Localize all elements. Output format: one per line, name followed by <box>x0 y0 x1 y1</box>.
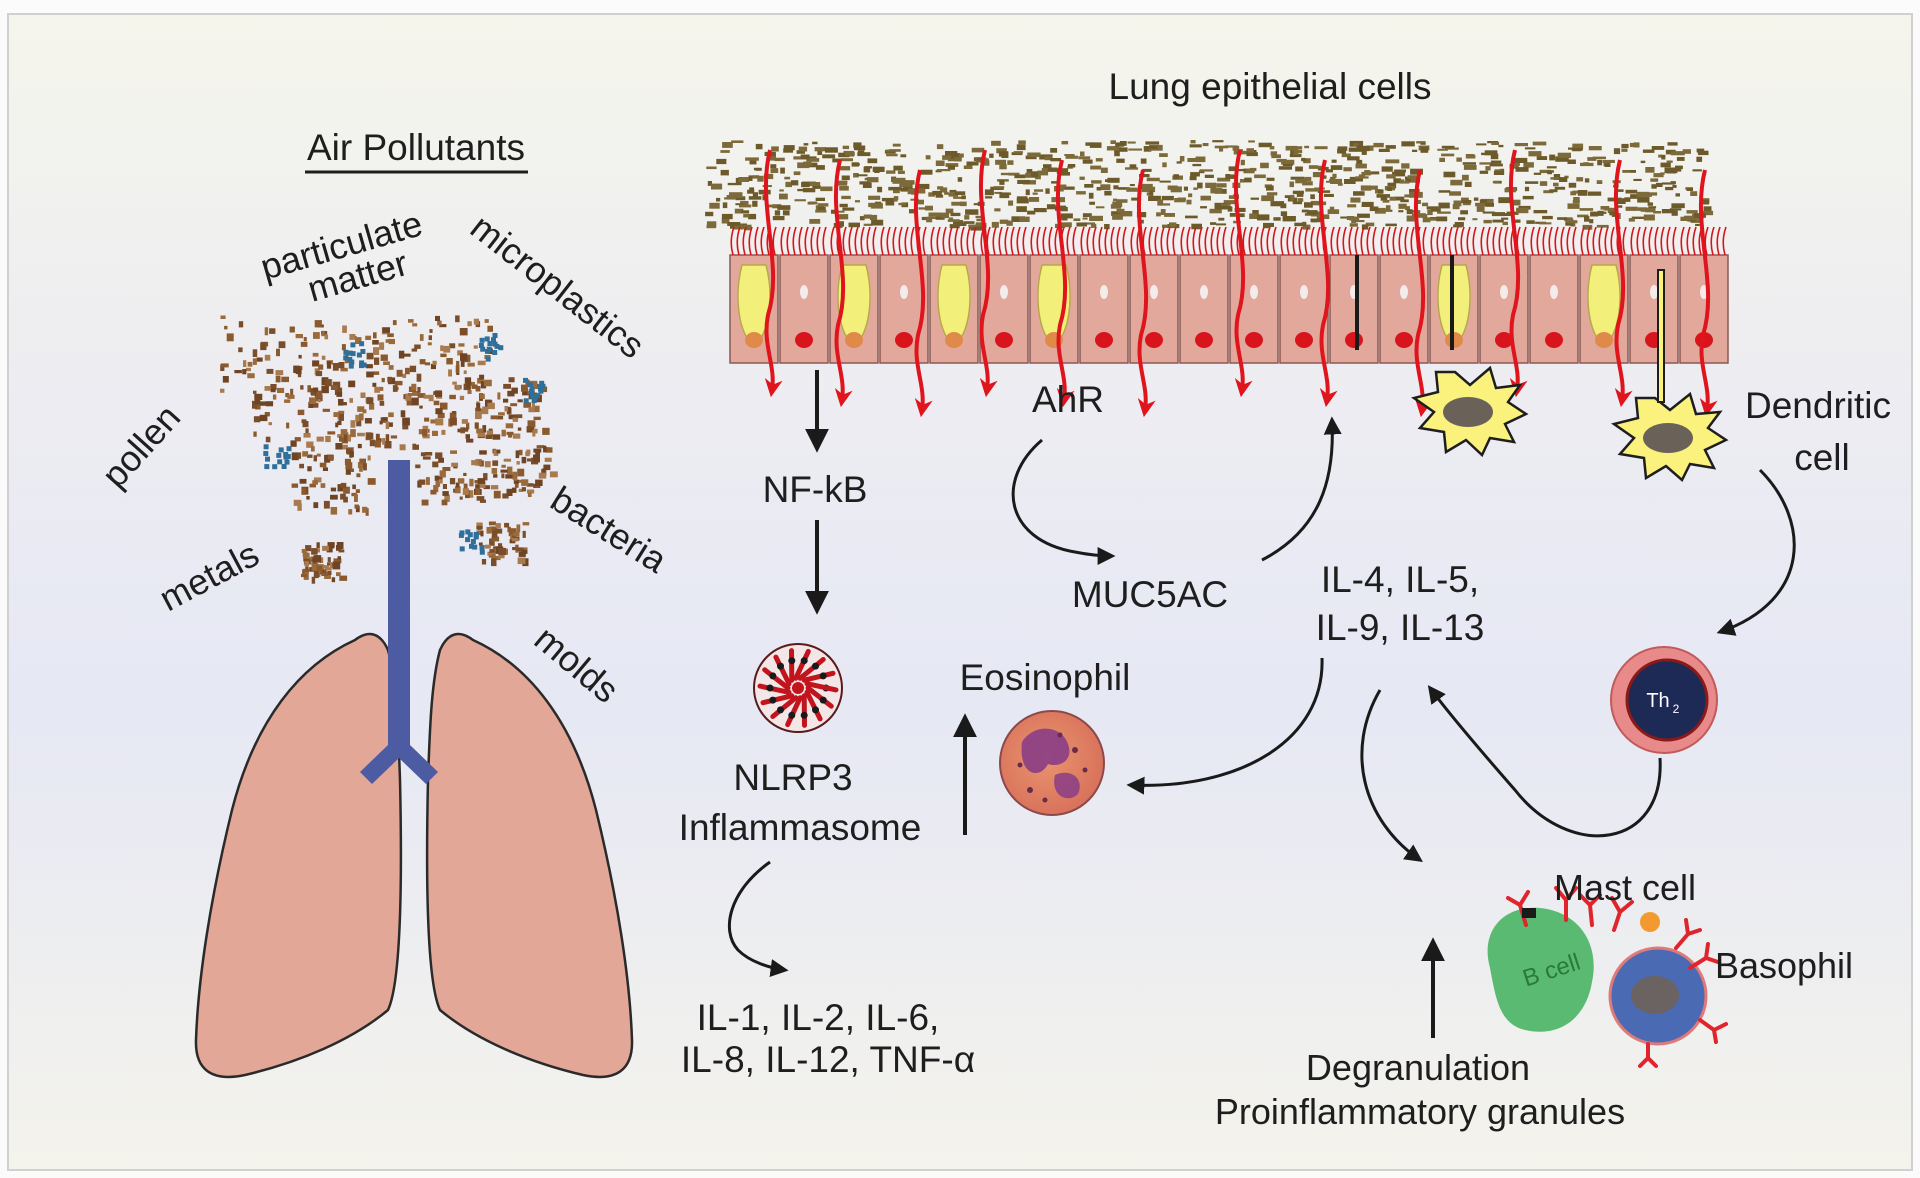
eosinophil-cell <box>999 710 1105 816</box>
label-cytokines-line1: IL-1, IL-2, IL-6, <box>697 997 940 1038</box>
label-nfkb: NF-kB <box>763 469 868 510</box>
arrow-ahr-to-muc5ac <box>1011 438 1116 565</box>
th2-cell: Th 2 <box>1610 646 1718 754</box>
allergen-dot <box>1640 912 1660 932</box>
air-pollutants-title: Air Pollutants <box>307 127 525 168</box>
label-inflammasome: Inflammasome <box>679 807 922 848</box>
basophil-nucleus <box>1631 976 1679 1014</box>
arrow-cytokines-to-eosinophil <box>1126 657 1324 795</box>
nlrp3-inflammasome-icon <box>753 643 843 733</box>
epithelial-cell-row <box>729 226 1729 364</box>
dendritic-cell-1 <box>1411 365 1529 458</box>
ige-antibodies <box>1506 886 1728 1068</box>
label-mast-cell: Mast cell <box>1554 867 1696 908</box>
label-muc5ac: MUC5AC <box>1072 574 1228 615</box>
label-th2-cytokines-line1: IL-4, IL-5, <box>1321 559 1479 600</box>
label-proinflammatory-granules: Proinflammatory granules <box>1215 1091 1625 1132</box>
mucus-layer <box>705 140 1714 231</box>
label-basophil: Basophil <box>1715 945 1853 986</box>
label-eosinophil: Eosinophil <box>960 657 1131 698</box>
label-th2-cytokines-line2: IL-9, IL-13 <box>1316 607 1485 648</box>
label-ahr: AhR <box>1032 379 1104 420</box>
b-cell <box>1487 907 1594 1032</box>
label-dendritic: Dendritic <box>1745 385 1891 426</box>
th2-cell-subscript: 2 <box>1673 702 1680 716</box>
arrow-dendritic-to-th2 <box>1716 468 1796 636</box>
mast-cell-cluster: B cell <box>1487 886 1728 1068</box>
label-cell: cell <box>1794 437 1850 478</box>
pollutant-particles <box>220 315 558 584</box>
arrow-inflammasome-to-cytokines <box>728 860 789 978</box>
arrow-th2-to-cytokines <box>1427 685 1662 838</box>
lungs-illustration <box>194 460 634 1079</box>
epithelium-label: Lung epithelial cells <box>1109 66 1432 107</box>
trachea <box>360 460 438 784</box>
th2-cell-label: Th <box>1646 690 1669 712</box>
label-nlrp3: NLRP3 <box>733 757 852 798</box>
allergen-block <box>1522 908 1536 918</box>
pollutant-entry-arrows <box>763 149 1718 418</box>
label-cytokines-line2: IL-8, IL-12, TNF-α <box>681 1039 975 1080</box>
dendritic-cell-2 <box>1611 269 1729 483</box>
label-degranulation: Degranulation <box>1306 1047 1530 1088</box>
arrow-muc5ac-to-cells <box>1261 416 1342 562</box>
arrow-cytokines-to-mast-cell <box>1360 689 1423 863</box>
right-lung <box>425 632 634 1079</box>
